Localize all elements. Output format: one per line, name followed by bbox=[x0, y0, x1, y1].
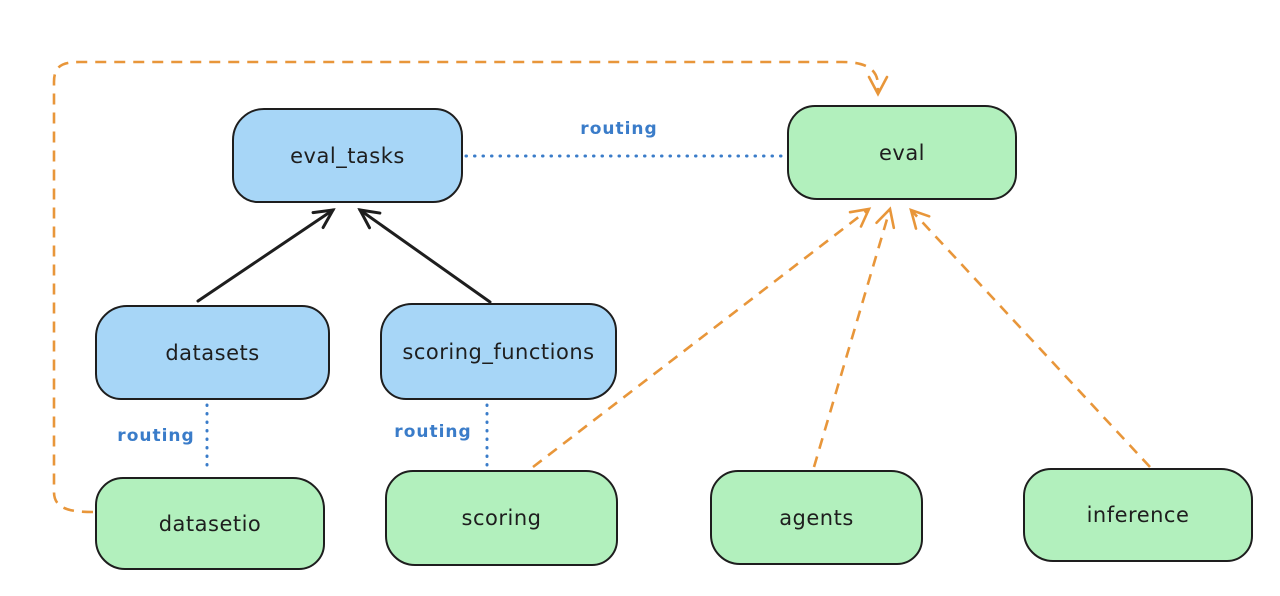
node-scoring: scoring bbox=[385, 470, 618, 566]
edge-agents-to-eval bbox=[812, 206, 896, 468]
node-label: agents bbox=[779, 505, 854, 530]
node-label: datasets bbox=[165, 340, 260, 365]
node-inference: inference bbox=[1023, 468, 1253, 562]
edge-label-routing-left: routing bbox=[117, 426, 195, 446]
edge-label-routing-middle: routing bbox=[394, 422, 472, 442]
node-label: eval bbox=[878, 140, 926, 165]
node-label: inference bbox=[1086, 503, 1190, 527]
edge-inference-to-eval bbox=[909, 207, 1151, 468]
node-label: eval_tasks bbox=[290, 143, 405, 168]
edge-label-routing-top: routing bbox=[580, 119, 658, 139]
edge-scoring_functions-to-eval_tasks bbox=[360, 210, 492, 304]
node-scoring_functions: scoring_functions bbox=[380, 303, 617, 400]
node-eval_tasks: eval_tasks bbox=[232, 108, 463, 203]
node-datasets: datasets bbox=[95, 305, 330, 400]
edge-scoring-to-eval bbox=[532, 207, 872, 469]
edge-datasetio-to-eval bbox=[52, 60, 889, 514]
node-label: scoring bbox=[461, 506, 542, 530]
node-eval: eval bbox=[787, 105, 1017, 200]
edge-datasets-to-eval_tasks bbox=[196, 210, 333, 303]
node-label: datasetio bbox=[158, 511, 262, 536]
node-label: scoring_functions bbox=[402, 339, 595, 364]
node-agents: agents bbox=[710, 470, 923, 565]
node-datasetio: datasetio bbox=[95, 477, 325, 570]
